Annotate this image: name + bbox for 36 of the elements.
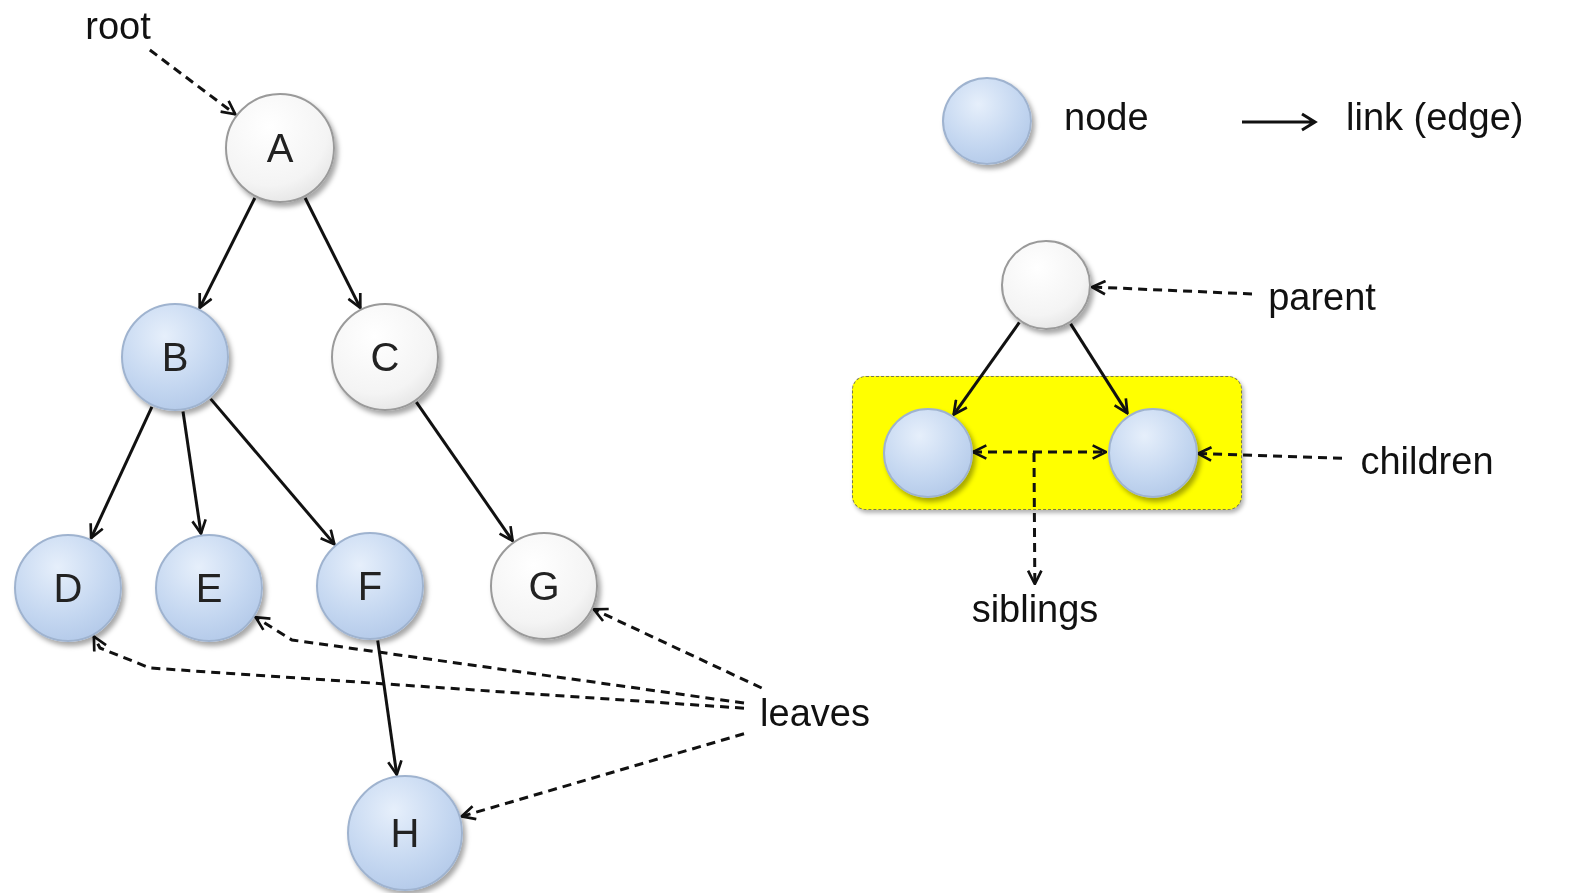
arrow — [209, 397, 336, 546]
legend-label: link (edge) — [1346, 96, 1524, 139]
highlight-box — [852, 376, 1242, 510]
arrow — [181, 411, 207, 535]
dashed-arrow — [460, 732, 745, 821]
tree-node-circle: C — [331, 303, 439, 411]
tree-node-circle: H — [347, 775, 463, 891]
tree-node-circle: G — [490, 532, 598, 640]
dashed-arrow — [1196, 445, 1343, 462]
legend-label: node — [1064, 96, 1149, 139]
dashed-double-arrow — [971, 444, 1108, 460]
arrow — [303, 197, 362, 310]
arrow — [89, 406, 154, 540]
arrow — [952, 321, 1021, 416]
dashed-arrow — [592, 607, 763, 690]
callout-label: siblings — [958, 586, 1112, 632]
tree-node-circle: F — [316, 532, 424, 640]
dashed-arrow — [92, 635, 745, 710]
dashed-arrow — [1090, 279, 1253, 296]
tree-node-circle: D — [14, 534, 122, 642]
callout-label: root — [76, 4, 160, 48]
arrow — [1069, 323, 1129, 415]
arrow — [198, 197, 257, 310]
dashed-arrow — [254, 615, 745, 705]
node-circle — [1108, 408, 1198, 498]
callout-label: parent — [1254, 274, 1390, 320]
arrow — [376, 640, 403, 776]
callout-label: children — [1344, 438, 1510, 484]
callout-label: leaves — [746, 690, 884, 736]
dashed-arrow — [1026, 453, 1043, 586]
tree-node-circle: E — [155, 534, 263, 642]
tree-node-circle: B — [121, 303, 229, 411]
tree-node-circle: A — [225, 93, 335, 203]
node-circle — [883, 408, 973, 498]
arrow — [415, 401, 514, 543]
dashed-arrow — [148, 48, 237, 116]
